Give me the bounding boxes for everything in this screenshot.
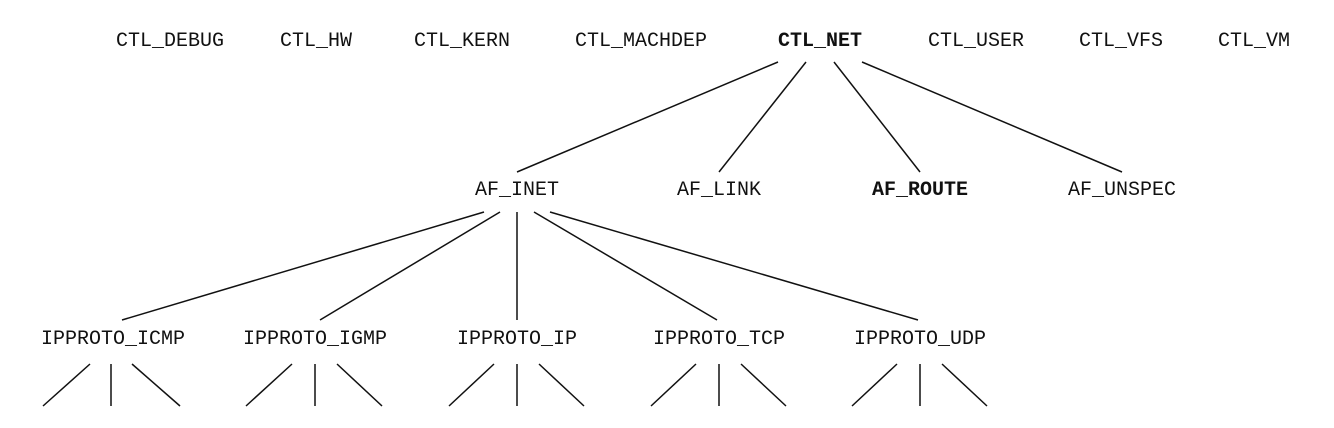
node-ctl-vm: CTL_VM <box>1217 30 1291 53</box>
node-ctl-net: CTL_NET <box>777 30 863 53</box>
edge-ctl-net-af-inet <box>516 61 779 173</box>
edge-af-inet-ipproto-igmp <box>319 211 501 321</box>
node-ctl-machdep: CTL_MACHDEP <box>574 30 708 53</box>
edge-ctl-net-af-route <box>833 61 921 173</box>
node-ctl-hw: CTL_HW <box>279 30 353 53</box>
node-ipproto-tcp: IPPROTO_TCP <box>652 328 786 351</box>
edge-af-inet-ipproto-udp <box>549 211 919 321</box>
node-af-link: AF_LINK <box>676 179 762 202</box>
node-ctl-kern: CTL_KERN <box>413 30 511 53</box>
node-af-inet: AF_INET <box>474 179 560 202</box>
edge-ctl-net-af-link <box>718 61 807 173</box>
stub-edges-ipproto-icmp <box>42 363 181 407</box>
node-af-unspec: AF_UNSPEC <box>1067 179 1177 202</box>
stub-edges-ipproto-ip <box>448 363 585 407</box>
node-ipproto-udp: IPPROTO_UDP <box>853 328 987 351</box>
stub-edges-ipproto-udp <box>851 363 988 407</box>
edge-af-inet-ipproto-tcp <box>533 211 718 321</box>
node-ctl-debug: CTL_DEBUG <box>115 30 225 53</box>
edge-af-inet-ipproto-icmp <box>121 211 485 321</box>
node-ipproto-ip: IPPROTO_IP <box>456 328 578 351</box>
node-ipproto-icmp: IPPROTO_ICMP <box>40 328 186 351</box>
node-ctl-vfs: CTL_VFS <box>1078 30 1164 53</box>
stub-edges-ipproto-igmp <box>245 363 383 407</box>
stub-edges-ipproto-tcp <box>650 363 787 407</box>
node-ipproto-igmp: IPPROTO_IGMP <box>242 328 388 351</box>
node-af-route: AF_ROUTE <box>871 179 969 202</box>
node-ctl-user: CTL_USER <box>927 30 1025 53</box>
edge-ctl-net-af-unspec <box>861 61 1123 173</box>
